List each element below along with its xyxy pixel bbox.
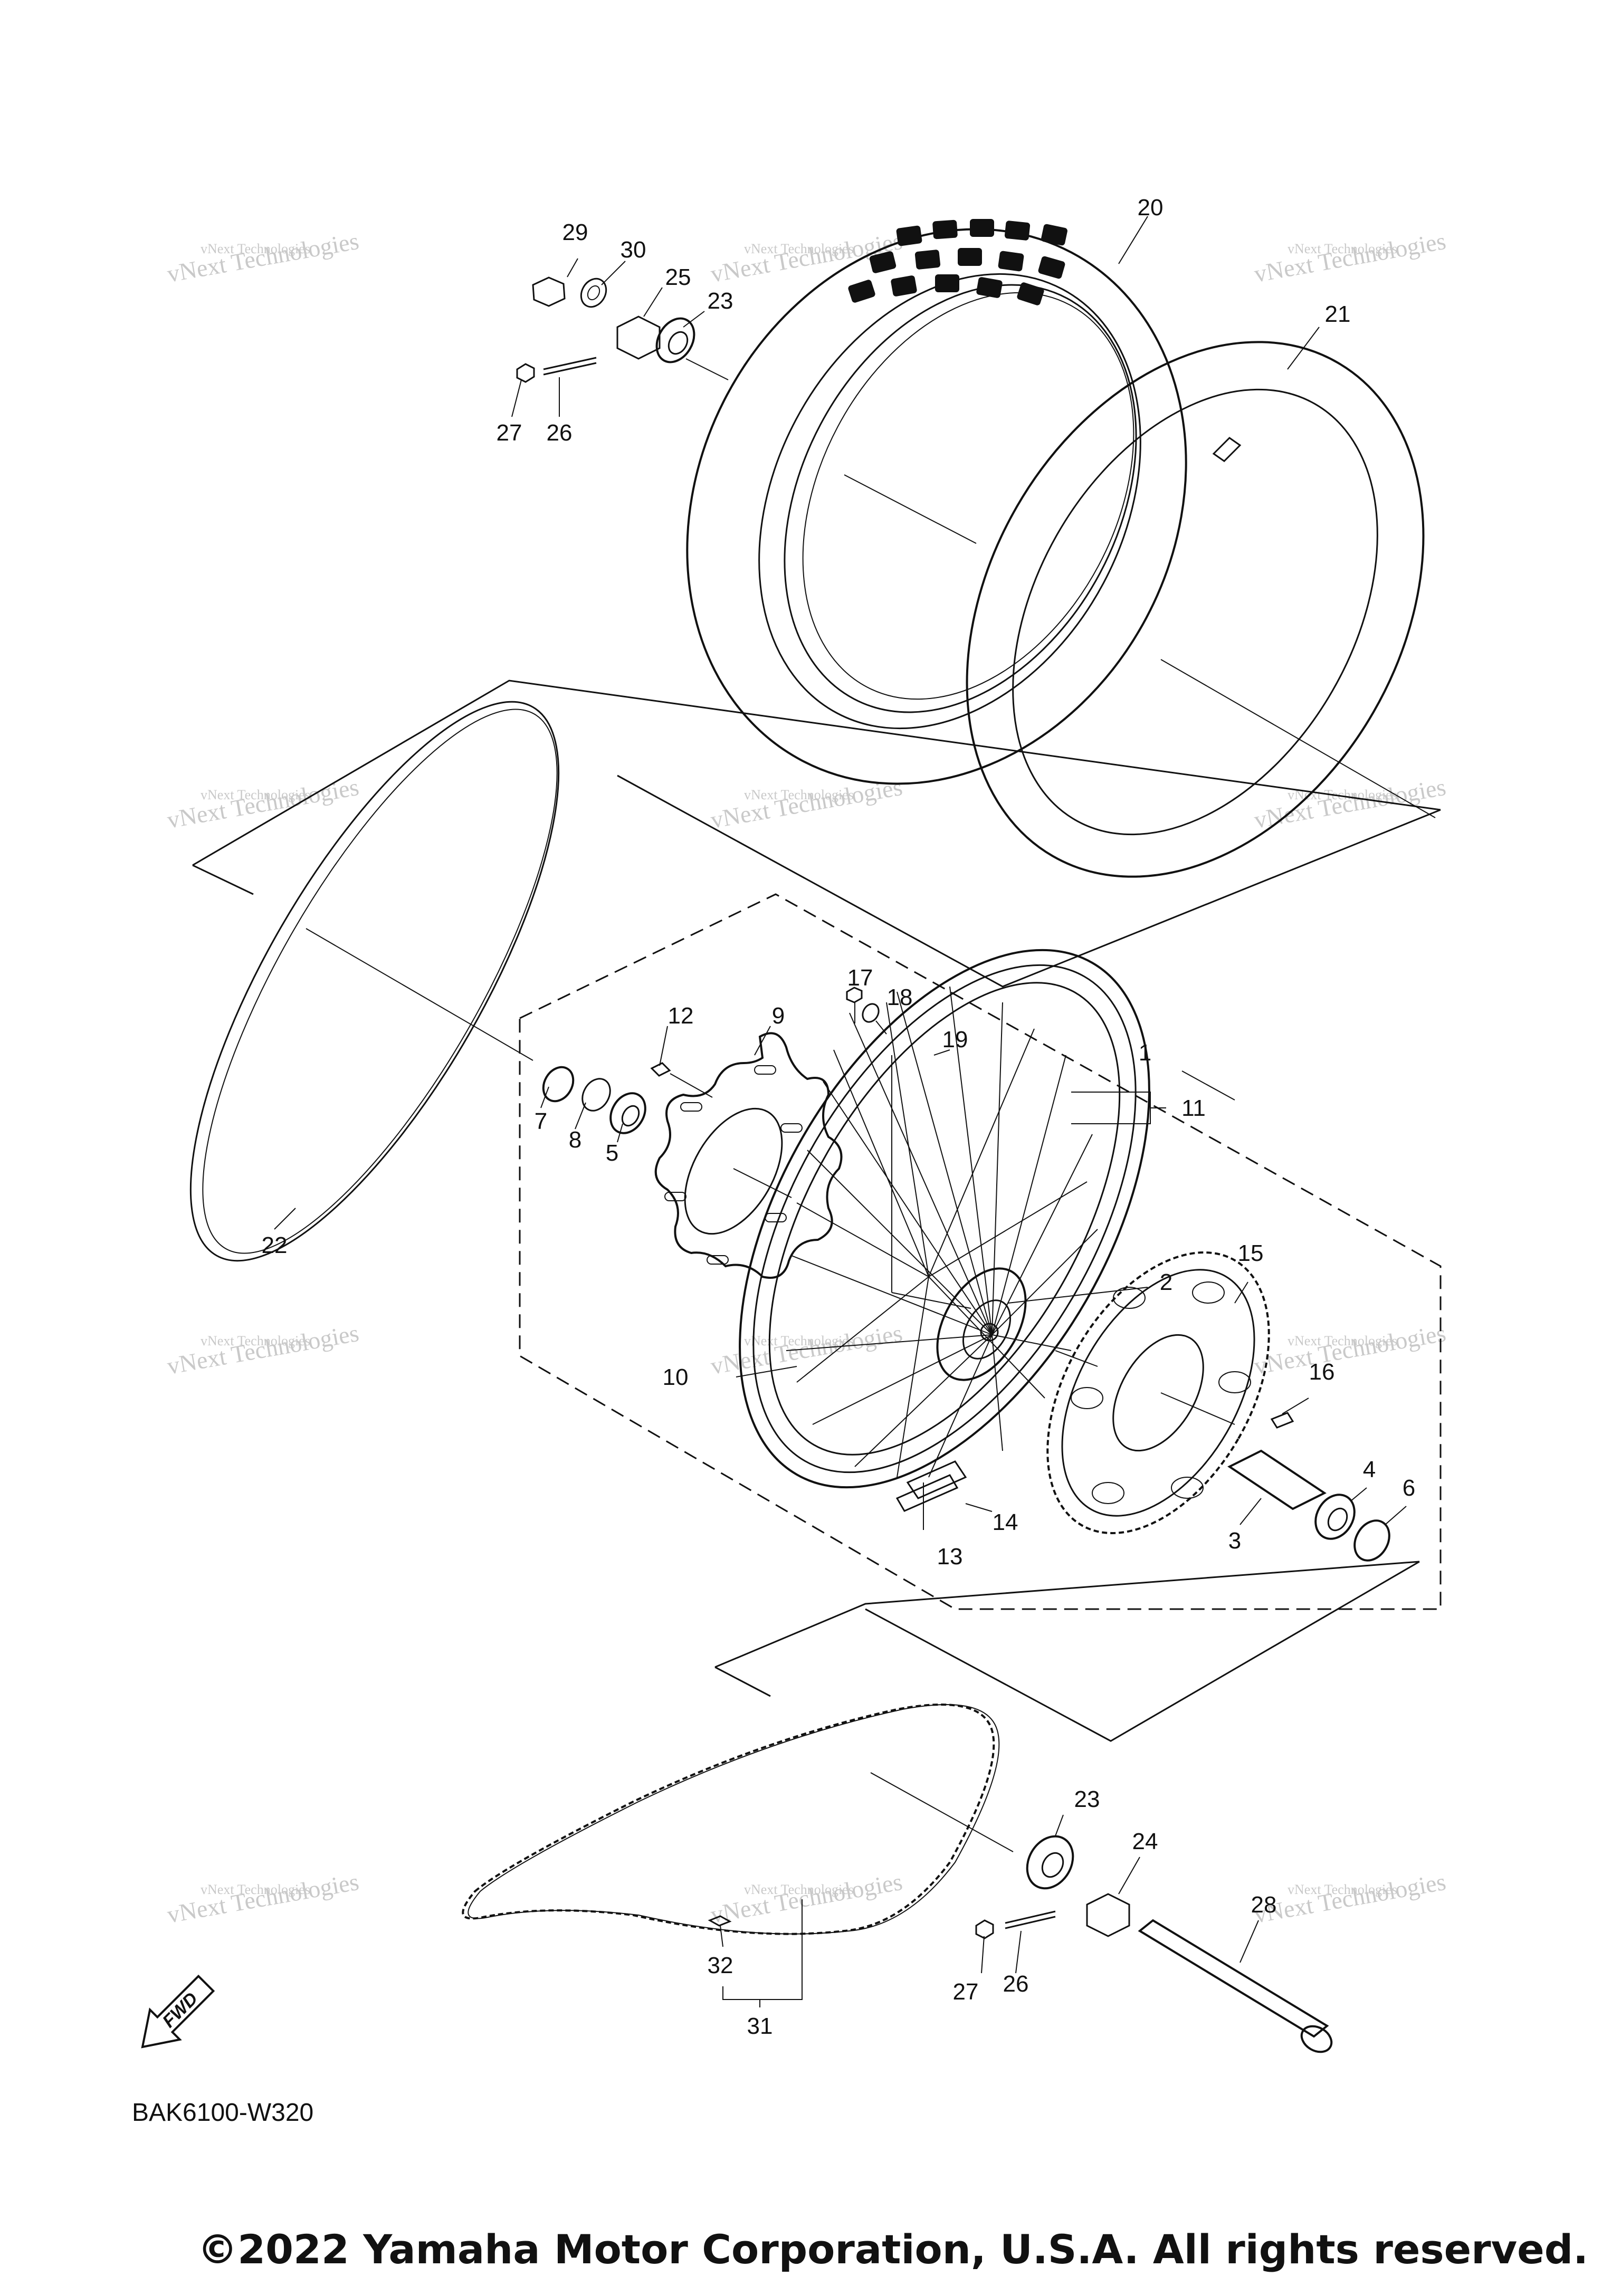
watermark-text: vNext Technologies: [165, 1868, 361, 1928]
part-label-3[interactable]: 3: [1228, 1528, 1241, 1554]
brake-disc-slots: [664, 1065, 803, 1265]
part-label-12[interactable]: 12: [668, 1003, 694, 1029]
tube-drawing: [966, 341, 1425, 878]
part-label-9[interactable]: 9: [772, 1003, 785, 1029]
watermark: vNext Technologies vNext Technologies: [1252, 1319, 1448, 1380]
sprocket-cutouts: [1071, 1281, 1251, 1504]
part-label-8[interactable]: 8: [569, 1127, 581, 1153]
watermark-text: vNext Technologies: [1288, 241, 1397, 256]
watermark: vNext Technologies vNext Technologies: [165, 1319, 361, 1380]
watermark-text: vNext Technologies: [1288, 1882, 1397, 1897]
small-parts: [516, 276, 1390, 2053]
part-label-1[interactable]: 1: [1139, 1040, 1151, 1066]
watermark-text: vNext Technologies: [1252, 773, 1448, 834]
part-label-5[interactable]: 5: [606, 1140, 618, 1166]
tire-tread: [848, 219, 1067, 305]
part-label-32[interactable]: 32: [708, 1953, 733, 1978]
wheel-assembly-boundary: [519, 893, 1442, 1610]
part-label-18[interactable]: 18: [887, 984, 913, 1010]
part-label-10[interactable]: 10: [663, 1364, 689, 1390]
part-label-23-top[interactable]: 23: [708, 288, 733, 314]
diagram-code: BAK6100-W320: [132, 2099, 313, 2127]
part-label-15[interactable]: 15: [1238, 1240, 1264, 1266]
watermark-text: vNext Technologies: [201, 1882, 310, 1897]
tire-drawing: [686, 219, 1187, 785]
rim-band-drawing: [189, 701, 560, 1262]
part-label-2[interactable]: 2: [1160, 1269, 1172, 1295]
drive-chain-drawing: [462, 1704, 1000, 1935]
watermark-text: vNext Technologies: [1252, 1868, 1448, 1928]
watermark-text: vNext Technologies: [201, 241, 310, 256]
wheel-drawing: [739, 949, 1150, 1512]
watermark: vNext Technologies vNext Technologies: [1252, 773, 1448, 834]
part-label-29[interactable]: 29: [562, 219, 588, 245]
part-label-27-top[interactable]: 27: [497, 420, 522, 446]
part-label-4[interactable]: 4: [1363, 1457, 1376, 1482]
part-label-26-bottom[interactable]: 26: [1003, 1971, 1029, 1997]
part-label-19[interactable]: 19: [942, 1027, 968, 1053]
part-label-23-bottom[interactable]: 23: [1074, 1786, 1100, 1812]
part-label-17[interactable]: 17: [847, 965, 873, 991]
watermark-text: vNext Technologies: [165, 1319, 361, 1380]
watermark-text: vNext Technologies: [201, 787, 310, 802]
watermark-text: vNext Technologies: [709, 1868, 904, 1928]
watermark-text: vNext Technologies: [165, 227, 361, 288]
watermark-text: vNext Technologies: [744, 1882, 854, 1897]
watermark-text: vNext Technologies: [744, 1333, 854, 1348]
part-label-30[interactable]: 30: [621, 237, 646, 263]
watermark: vNext Technologies vNext Technologies: [165, 1868, 361, 1928]
watermark-text: vNext Technologies: [1252, 1319, 1448, 1380]
assembly-outline: [192, 680, 1441, 1742]
fwd-arrow: FWD: [141, 1974, 215, 2049]
copyright-notice: ©2022 Yamaha Motor Corporation, U.S.A. A…: [197, 2226, 1588, 2273]
brake-disc-drawing: [654, 1032, 843, 1279]
watermark-text: vNext Technologies: [1288, 787, 1397, 802]
sprocket-drawing: [1046, 1251, 1270, 1534]
watermark: vNext Technologies vNext Technologies: [709, 1868, 904, 1928]
part-label-22[interactable]: 22: [262, 1232, 288, 1258]
wheel-spokes: [786, 986, 1098, 1478]
part-label-7[interactable]: 7: [535, 1108, 547, 1134]
part-label-6[interactable]: 6: [1403, 1475, 1415, 1501]
part-label-14[interactable]: 14: [993, 1509, 1018, 1535]
part-label-21[interactable]: 21: [1325, 301, 1351, 327]
part-label-27-bottom[interactable]: 27: [953, 1979, 979, 2005]
watermark-text: vNext Technologies: [744, 241, 854, 256]
part-labels: 29 30 25 23 20 21 27 26 17 18 12 9 19 1 …: [262, 195, 1416, 2039]
part-label-13[interactable]: 13: [937, 1544, 963, 1570]
watermark: vNext Technologies vNext Technologies: [1252, 227, 1448, 288]
part-label-31[interactable]: 31: [747, 2013, 773, 2039]
part-label-24[interactable]: 24: [1132, 1829, 1158, 1854]
watermark: vNext Technologies vNext Technologies: [165, 227, 361, 288]
part-label-26-top[interactable]: 26: [547, 420, 573, 446]
leader-lines: [274, 216, 1436, 2007]
part-label-11[interactable]: 11: [1181, 1095, 1206, 1121]
watermark-text: vNext Technologies: [1288, 1333, 1397, 1348]
watermark-text: vNext Technologies: [744, 787, 854, 802]
watermark-text: vNext Technologies: [1252, 227, 1448, 288]
watermark-text: vNext Technologies: [201, 1333, 310, 1348]
part-label-28[interactable]: 28: [1251, 1892, 1277, 1918]
part-label-25[interactable]: 25: [665, 264, 691, 290]
part-label-20[interactable]: 20: [1138, 195, 1164, 221]
watermark: vNext Technologies vNext Technologies: [1252, 1868, 1448, 1928]
part-label-16[interactable]: 16: [1309, 1359, 1335, 1385]
